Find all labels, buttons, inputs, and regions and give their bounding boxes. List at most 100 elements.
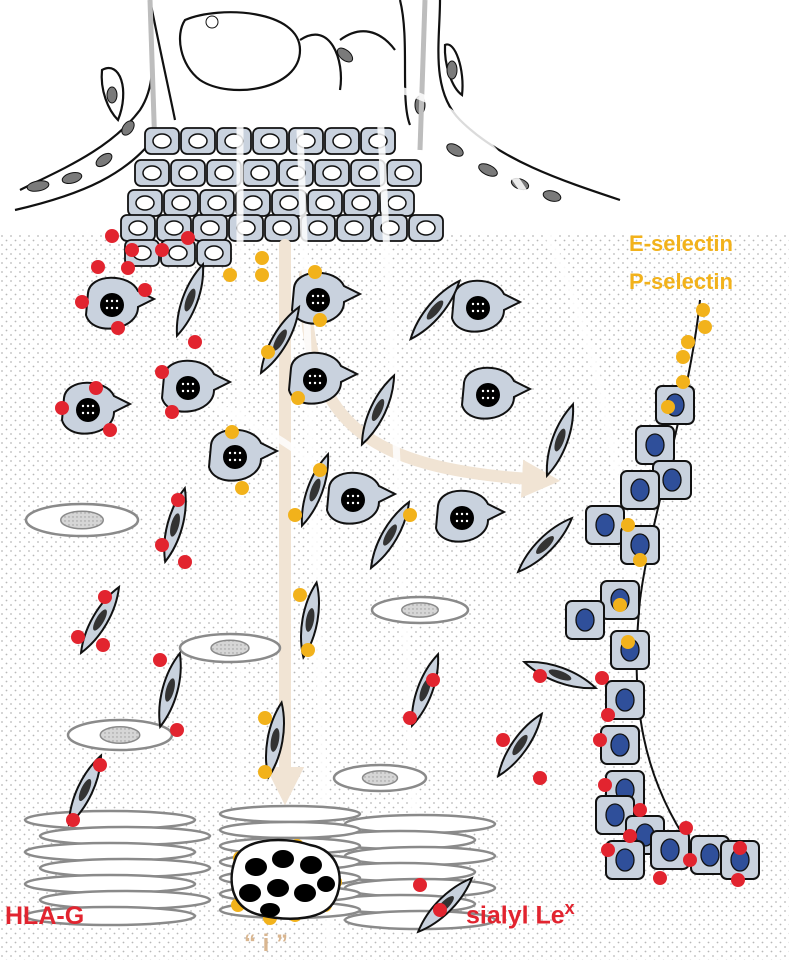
hla-g-marker <box>121 261 135 275</box>
endovascular-trophoblast <box>621 471 659 509</box>
hla-g-marker <box>679 821 693 835</box>
selectin-ligand-marker <box>301 643 315 657</box>
hla-g-marker <box>171 493 185 507</box>
selectin-ligand-marker <box>288 508 302 522</box>
endovascular-trophoblast <box>566 601 604 639</box>
selectin-ligand-marker <box>696 303 710 317</box>
endovascular-trophoblast <box>586 506 624 544</box>
sialyl-lex-superscript: x <box>565 898 575 918</box>
trophoblast-column-cell <box>164 190 198 216</box>
hla-g-marker <box>71 630 85 644</box>
trophoblast-column-cell <box>207 160 241 186</box>
endovascular-trophoblast <box>636 426 674 464</box>
hla-g-marker <box>155 538 169 552</box>
hla-g-marker <box>683 853 697 867</box>
hla-g-marker <box>96 638 110 652</box>
e-selectin-label: E-selectin <box>629 231 733 257</box>
decidual-stromal-cell <box>180 634 280 662</box>
hla-g-marker <box>125 243 139 257</box>
trophoblast-column-cell <box>145 128 179 154</box>
hla-g-marker <box>170 723 184 737</box>
selectin-ligand-marker <box>676 375 690 389</box>
hla-g-marker <box>533 669 547 683</box>
hla-g-marker <box>623 829 637 843</box>
selectin-ligand-marker <box>293 588 307 602</box>
trophoblast-column-cell <box>243 160 277 186</box>
selectin-ligand-marker <box>403 508 417 522</box>
selectin-ligand-marker <box>313 463 327 477</box>
endovascular-trophoblast <box>601 726 639 764</box>
hla-g-marker <box>111 321 125 335</box>
trophoblast-column-cell <box>193 215 227 241</box>
trophoblast-column-cell <box>128 190 162 216</box>
decidual-stromal-cell <box>26 504 138 536</box>
selectin-ligand-marker <box>261 345 275 359</box>
hla-g-marker <box>165 405 179 419</box>
hla-g-marker <box>653 871 667 885</box>
hla-g-marker <box>138 283 152 297</box>
hla-g-marker <box>75 295 89 309</box>
trophoblast-column-cell <box>344 190 378 216</box>
selectin-ligand-marker <box>313 313 327 327</box>
giant-cell-label: “ i ” <box>244 930 288 958</box>
trophoblast-column-cell <box>135 160 169 186</box>
selectin-ligand-marker <box>258 711 272 725</box>
decidual-stromal-cell <box>68 720 172 750</box>
sialyl-lex-text: sialyl Le <box>466 901 565 929</box>
multinucleated-giant-cell <box>232 840 340 919</box>
selectin-ligand-marker <box>255 268 269 282</box>
trophoblast-column-cell <box>253 128 287 154</box>
trophoblast-column-cell <box>279 160 313 186</box>
hla-g-label: HLA-G <box>5 902 84 931</box>
hla-g-marker <box>155 243 169 257</box>
hla-g-marker <box>595 671 609 685</box>
hla-g-marker <box>98 590 112 604</box>
hla-g-marker <box>188 335 202 349</box>
selectin-ligand-marker <box>621 635 635 649</box>
hla-g-marker <box>413 878 427 892</box>
selectin-ligand-marker <box>291 391 305 405</box>
trophoblast-column-cell <box>200 190 234 216</box>
selectin-ligand-marker <box>681 335 695 349</box>
hla-g-marker <box>733 841 747 855</box>
hla-g-marker <box>426 673 440 687</box>
hla-g-marker <box>153 653 167 667</box>
trophoblast-column-cell <box>289 128 323 154</box>
trophoblast-column-cell <box>171 160 205 186</box>
hla-g-marker <box>601 708 615 722</box>
selectin-ligand-marker <box>698 320 712 334</box>
selectin-ligand-marker <box>621 518 635 532</box>
trophoblast-column-cell <box>409 215 443 241</box>
hla-g-marker <box>105 229 119 243</box>
hla-g-marker <box>93 758 107 772</box>
hla-g-marker <box>178 555 192 569</box>
hla-g-marker <box>181 231 195 245</box>
selectin-ligand-marker <box>613 598 627 612</box>
hla-g-marker <box>155 365 169 379</box>
trophoblast-column-cell <box>308 190 342 216</box>
hla-g-marker <box>433 903 447 917</box>
hla-g-marker <box>403 711 417 725</box>
hla-g-marker <box>66 813 80 827</box>
decidual-stromal-cell <box>334 765 426 791</box>
trophoblast-column-cell <box>121 215 155 241</box>
selectin-ligand-marker <box>676 350 690 364</box>
trophoblast-column-cell <box>197 240 231 266</box>
selectin-ligand-marker <box>661 400 675 414</box>
sialyl-lex-label: sialyl Lex <box>466 898 575 930</box>
selectin-ligand-marker <box>258 765 272 779</box>
selectin-ligand-marker <box>223 268 237 282</box>
hla-g-marker <box>601 843 615 857</box>
decidual-stromal-cell <box>372 597 468 623</box>
trophoblast-column-cell <box>373 215 407 241</box>
endovascular-trophoblast <box>651 831 689 869</box>
selectin-ligand-marker <box>633 553 647 567</box>
p-selectin-label: P-selectin <box>629 269 733 295</box>
hla-g-marker <box>633 803 647 817</box>
hla-g-marker <box>593 733 607 747</box>
hla-g-marker <box>496 733 510 747</box>
selectin-ligand-marker <box>235 481 249 495</box>
hla-g-marker <box>533 771 547 785</box>
trophoblast-column-cell <box>337 215 371 241</box>
